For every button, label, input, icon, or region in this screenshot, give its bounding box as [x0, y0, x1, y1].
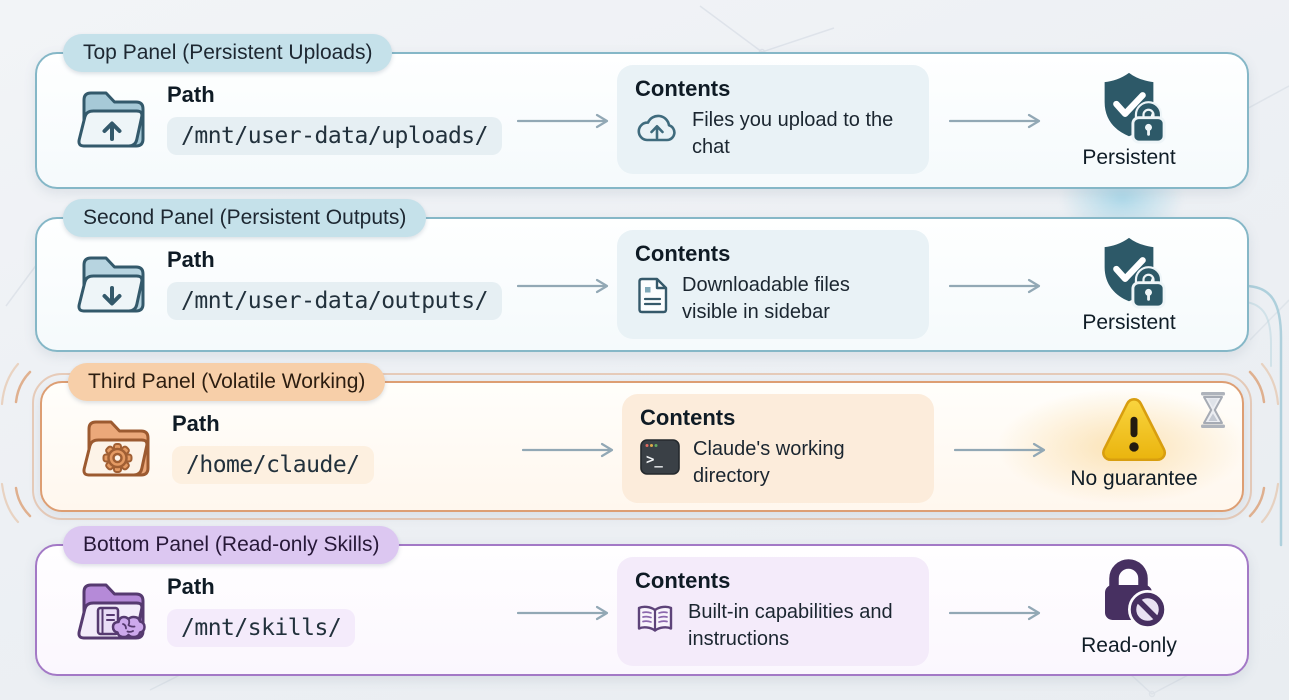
path-label: Path: [172, 411, 220, 436]
arrow-right-icon: [954, 442, 1046, 458]
panel-label: Bottom Panel (Read-only Skills): [63, 526, 400, 564]
panel-connector-line: [1243, 284, 1283, 547]
path-value: /mnt/user-data/uploads/: [167, 117, 502, 155]
contents-label: Contents: [640, 405, 736, 430]
contents-box: Contents Files you upload to the chat: [617, 65, 929, 174]
contents-box: Contents >_ Claude's working directory: [622, 394, 934, 503]
contents-text: Built-in capabilities and instructions: [688, 601, 893, 650]
arrow-right-icon: [949, 605, 1041, 621]
document-icon: [635, 275, 669, 315]
contents-text: Claude's working directory: [693, 438, 845, 487]
status-label: No guarantee: [1070, 467, 1198, 490]
terminal-icon: >_: [640, 439, 680, 475]
panel-top-uploads: Top Panel (Persistent Uploads) Path /mnt…: [35, 34, 1249, 189]
cloud-upload-icon: [635, 110, 679, 146]
path-label: Path: [167, 82, 215, 107]
path-label: Path: [167, 574, 215, 599]
folder-arrow-up-icon: [73, 78, 153, 158]
panel-second-outputs: Second Panel (Persistent Outputs) Path /…: [35, 199, 1249, 352]
shield-check-lock-icon: [1039, 66, 1219, 144]
path-value: /mnt/user-data/outputs/: [167, 282, 502, 320]
path-label: Path: [167, 247, 215, 272]
lock-prohibited-icon: [1039, 552, 1219, 632]
folder-book-brain-icon: [73, 570, 153, 650]
panel-label: Second Panel (Persistent Outputs): [63, 199, 427, 237]
contents-box: Contents Built-in capabilities and instr…: [617, 557, 929, 666]
arrow-right-icon: [522, 442, 614, 458]
panel-label: Third Panel (Volatile Working): [68, 363, 386, 401]
status-label: Persistent: [1082, 146, 1176, 169]
arrow-right-icon: [517, 113, 609, 129]
contents-text: Files you upload to the chat: [692, 109, 894, 158]
status-label: Read-only: [1081, 634, 1177, 657]
path-value: /mnt/skills/: [167, 609, 356, 647]
arrow-right-icon: [949, 113, 1041, 129]
svg-text:>_: >_: [646, 452, 663, 468]
contents-label: Contents: [635, 241, 731, 266]
contents-label: Contents: [635, 76, 731, 101]
arrow-right-icon: [949, 278, 1041, 294]
panel-label: Top Panel (Persistent Uploads): [63, 34, 393, 72]
contents-text: Downloadable files visible in sidebar: [682, 274, 850, 323]
arrow-right-icon: [517, 278, 609, 294]
contents-label: Contents: [635, 568, 731, 593]
contents-box: Contents Downloadable files visible in s…: [617, 230, 929, 339]
folder-arrow-down-icon: [73, 243, 153, 323]
open-book-icon: [635, 602, 675, 636]
hourglass-icon: [1200, 391, 1226, 429]
panel-bottom-skills: Bottom Panel (Read-only Skills) Path /mn…: [35, 526, 1249, 676]
arrow-right-icon: [517, 605, 609, 621]
folder-gear-icon: [78, 407, 158, 487]
shield-check-lock-icon: [1039, 231, 1219, 309]
warning-triangle-icon: [1044, 391, 1224, 465]
status-label: Persistent: [1082, 311, 1176, 334]
panel-third-working: Third Panel (Volatile Working) Path /hom…: [32, 363, 1252, 520]
path-value: /home/claude/: [172, 446, 374, 484]
